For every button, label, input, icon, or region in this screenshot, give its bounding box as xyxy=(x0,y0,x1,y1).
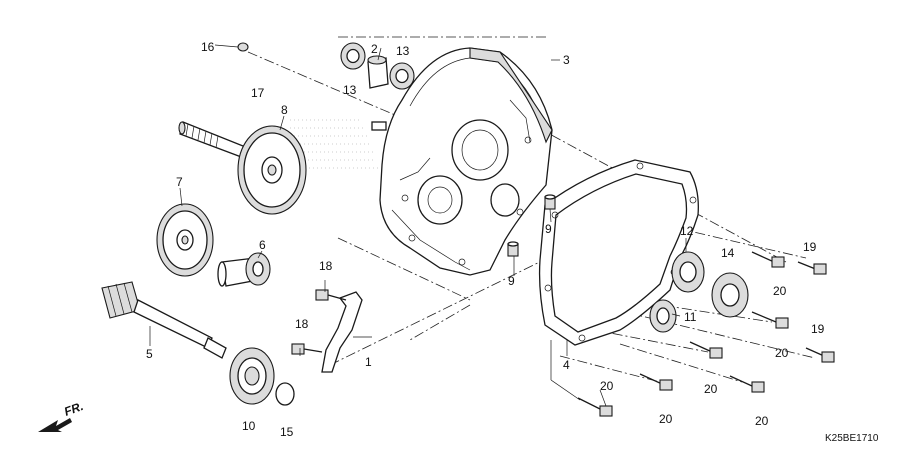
bearing-10 xyxy=(229,347,275,405)
bolt-19-upper xyxy=(797,261,827,275)
bearing-13-right xyxy=(389,62,415,90)
circlip-15 xyxy=(275,382,295,406)
bearing-13-left xyxy=(340,42,366,70)
dowel-pin-upper xyxy=(544,194,556,210)
label-20-b: 20 xyxy=(775,346,789,360)
label-13-right: 13 xyxy=(396,44,410,58)
bolt-20-c xyxy=(689,341,723,359)
collar-2 xyxy=(367,55,389,89)
hose-clip xyxy=(237,42,249,52)
bearing-11 xyxy=(649,299,677,333)
label-20-d: 20 xyxy=(600,379,614,393)
label-14: 14 xyxy=(721,246,735,260)
gear-8 xyxy=(237,125,307,215)
label-7: 7 xyxy=(176,175,183,189)
breather-tube xyxy=(187,49,247,103)
front-indicator-label: FR. xyxy=(62,399,85,419)
bolt-20-d xyxy=(729,375,765,393)
bolt-18-lower xyxy=(291,343,323,355)
gear-6 xyxy=(217,252,271,287)
label-12: 12 xyxy=(680,224,694,238)
label-9-lower: 9 xyxy=(508,274,515,288)
label-10: 10 xyxy=(242,419,256,433)
final-shaft-5 xyxy=(101,281,227,359)
leader-lines xyxy=(149,44,687,407)
label-13-left: 13 xyxy=(343,83,357,97)
label-18-lower: 18 xyxy=(295,317,309,331)
label-15: 15 xyxy=(280,425,294,439)
label-17: 17 xyxy=(251,86,265,100)
label-6: 6 xyxy=(259,238,266,252)
label-2: 2 xyxy=(371,42,378,56)
label-3: 3 xyxy=(563,53,570,67)
label-4: 4 xyxy=(563,358,570,372)
hatch-area xyxy=(290,119,378,169)
diagram-code: K25BE1710 xyxy=(825,433,879,444)
front-arrow-icon xyxy=(38,418,72,432)
gasket xyxy=(538,159,699,346)
gear-7 xyxy=(156,203,214,277)
left-crankcase xyxy=(371,47,553,276)
shaft-8 xyxy=(178,121,249,159)
bolt-18-upper xyxy=(315,289,347,301)
bracket-1 xyxy=(321,291,363,373)
label-19-lower: 19 xyxy=(811,322,825,336)
label-1: 1 xyxy=(365,355,372,369)
label-20-c: 20 xyxy=(704,382,718,396)
label-20-e: 20 xyxy=(659,412,673,426)
label-9-upper: 9 xyxy=(545,222,552,236)
bolt-20-f xyxy=(577,397,613,417)
label-11: 11 xyxy=(684,310,697,324)
bolt-20-b xyxy=(751,311,789,329)
bolt-20-e xyxy=(639,373,673,391)
label-8: 8 xyxy=(281,103,288,117)
oil-seal-14 xyxy=(711,272,749,318)
label-20-f: 20 xyxy=(755,414,769,428)
label-20-a: 20 xyxy=(773,284,787,298)
label-18-upper: 18 xyxy=(319,259,333,273)
label-16: 16 xyxy=(201,40,215,54)
bolt-20-a xyxy=(751,251,785,268)
oil-seal-12 xyxy=(671,251,705,293)
bolt-19-lower xyxy=(805,347,835,363)
label-19-upper: 19 xyxy=(803,240,817,254)
label-5: 5 xyxy=(146,347,153,361)
dowel-pin-lower xyxy=(507,241,519,257)
